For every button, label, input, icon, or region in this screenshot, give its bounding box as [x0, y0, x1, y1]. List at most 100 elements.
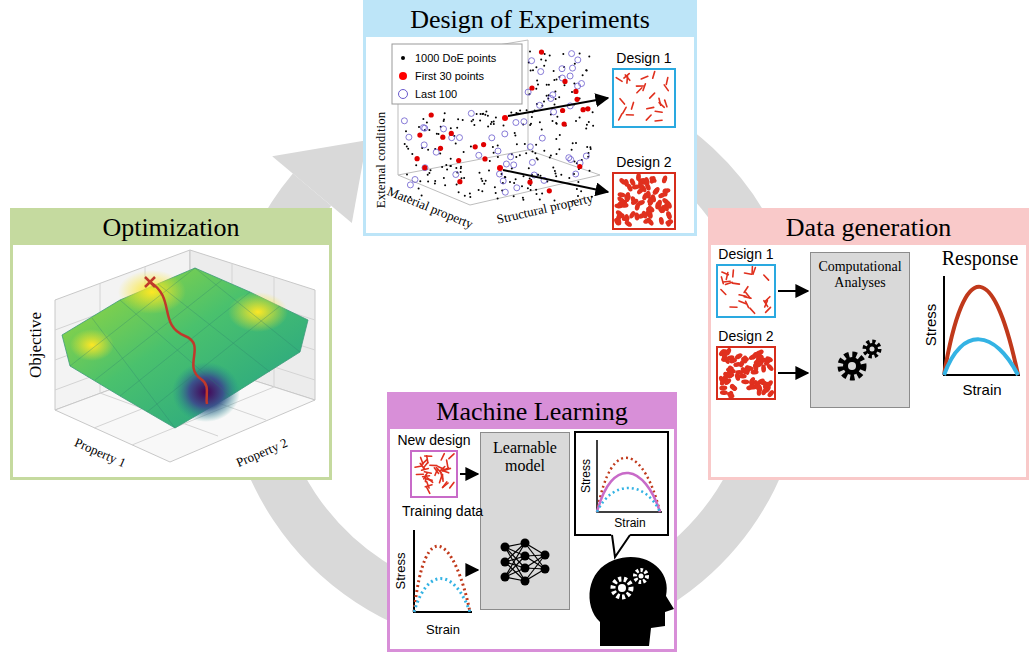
legend-text: 1000 DoE points — [415, 52, 496, 64]
doe-point — [418, 126, 420, 128]
design-square: New design — [410, 450, 458, 498]
doe-point — [537, 84, 539, 86]
inclusion — [725, 366, 734, 373]
doe-point — [528, 93, 530, 95]
doe-point — [560, 174, 562, 176]
inclusion — [646, 217, 655, 226]
inclusion — [637, 212, 646, 220]
doe-point — [526, 109, 528, 111]
network-unit — [501, 558, 510, 567]
inclusion — [624, 194, 632, 203]
doe-point — [573, 104, 575, 106]
doe-point — [469, 193, 471, 195]
inclusion — [665, 219, 674, 226]
doe-point — [485, 180, 487, 182]
doe-point — [515, 178, 517, 180]
fiber — [430, 464, 437, 466]
fiber — [746, 301, 749, 307]
fiber — [427, 478, 432, 483]
inclusion — [665, 211, 672, 220]
doe-point — [568, 177, 570, 179]
doe-point — [541, 105, 543, 107]
flow-arrow — [477, 569, 478, 571]
doe-point — [555, 138, 557, 140]
doe-last-point — [508, 154, 514, 160]
doe-point — [495, 192, 497, 194]
network-unit — [541, 565, 550, 574]
panel-title-bar: Optimization — [13, 211, 329, 245]
doe-last-point — [575, 83, 581, 89]
design-label: Design 2 — [718, 328, 773, 344]
doe-last-point — [476, 152, 482, 158]
doe-first-point — [547, 188, 552, 193]
doe-point — [536, 157, 538, 159]
doe-first-point — [417, 133, 422, 138]
doe-point — [497, 156, 499, 158]
inclusion — [657, 205, 665, 214]
doe-point — [536, 103, 538, 105]
fiber — [623, 107, 626, 113]
design-label: Design 1 — [616, 50, 671, 66]
inclusion — [661, 175, 668, 184]
doe-point — [439, 152, 441, 154]
fiber — [721, 277, 723, 284]
fiber — [443, 482, 447, 488]
doe-point — [581, 159, 583, 161]
doe-last-point — [525, 89, 531, 95]
inclusion — [641, 192, 649, 201]
gear-hole — [870, 347, 875, 352]
inclusion — [666, 218, 674, 227]
doe-point — [510, 112, 512, 114]
doe-point — [586, 146, 588, 148]
inclusion — [658, 217, 664, 226]
doe-point — [564, 84, 566, 86]
doe-point — [540, 175, 542, 177]
panel-title-bar: Design of Experiments — [366, 3, 694, 37]
plot-title: Response — [942, 247, 1019, 269]
doe-last-point — [575, 57, 581, 63]
fiber — [655, 111, 662, 112]
inclusion — [746, 384, 755, 391]
fiber — [764, 275, 769, 280]
gear-body — [866, 343, 878, 355]
fiber — [616, 78, 622, 82]
doe-point — [406, 146, 408, 148]
network-unit — [501, 543, 510, 552]
fiber — [636, 85, 643, 87]
doe-point — [549, 157, 551, 159]
fiber — [643, 84, 645, 91]
doe-point — [456, 127, 458, 129]
doe-point — [549, 55, 551, 57]
doe-point — [571, 149, 573, 151]
doe-point — [590, 148, 592, 150]
doe-point — [493, 121, 495, 123]
doe-point — [571, 91, 573, 93]
doe-point — [555, 173, 557, 175]
doe-point — [405, 130, 407, 132]
doe-point — [419, 180, 421, 182]
doe-point — [522, 123, 524, 125]
legend-row: First 30 points — [396, 66, 520, 84]
panel-title-bar: Machine Learning — [390, 395, 674, 429]
fiber — [441, 454, 444, 460]
doe-point — [547, 98, 549, 100]
inclusion — [728, 390, 734, 398]
panel-ground — [708, 208, 1029, 480]
doe-last-point — [489, 135, 495, 141]
doe-last-point — [401, 118, 407, 124]
doe-point — [528, 167, 530, 169]
doe-last-point — [514, 185, 520, 191]
fiber — [442, 470, 449, 472]
doe-last-point — [579, 81, 585, 87]
legend-swatch — [399, 72, 407, 80]
doe-point — [556, 79, 558, 81]
doe-last-point — [550, 92, 556, 98]
inclusion — [729, 357, 738, 364]
design-square: Design 1 — [716, 264, 776, 318]
inclusion — [666, 211, 673, 220]
doe-point — [479, 120, 481, 122]
doe-point — [440, 126, 442, 128]
fiber — [721, 290, 726, 295]
microstructure — [614, 70, 674, 126]
fiber — [732, 270, 734, 277]
